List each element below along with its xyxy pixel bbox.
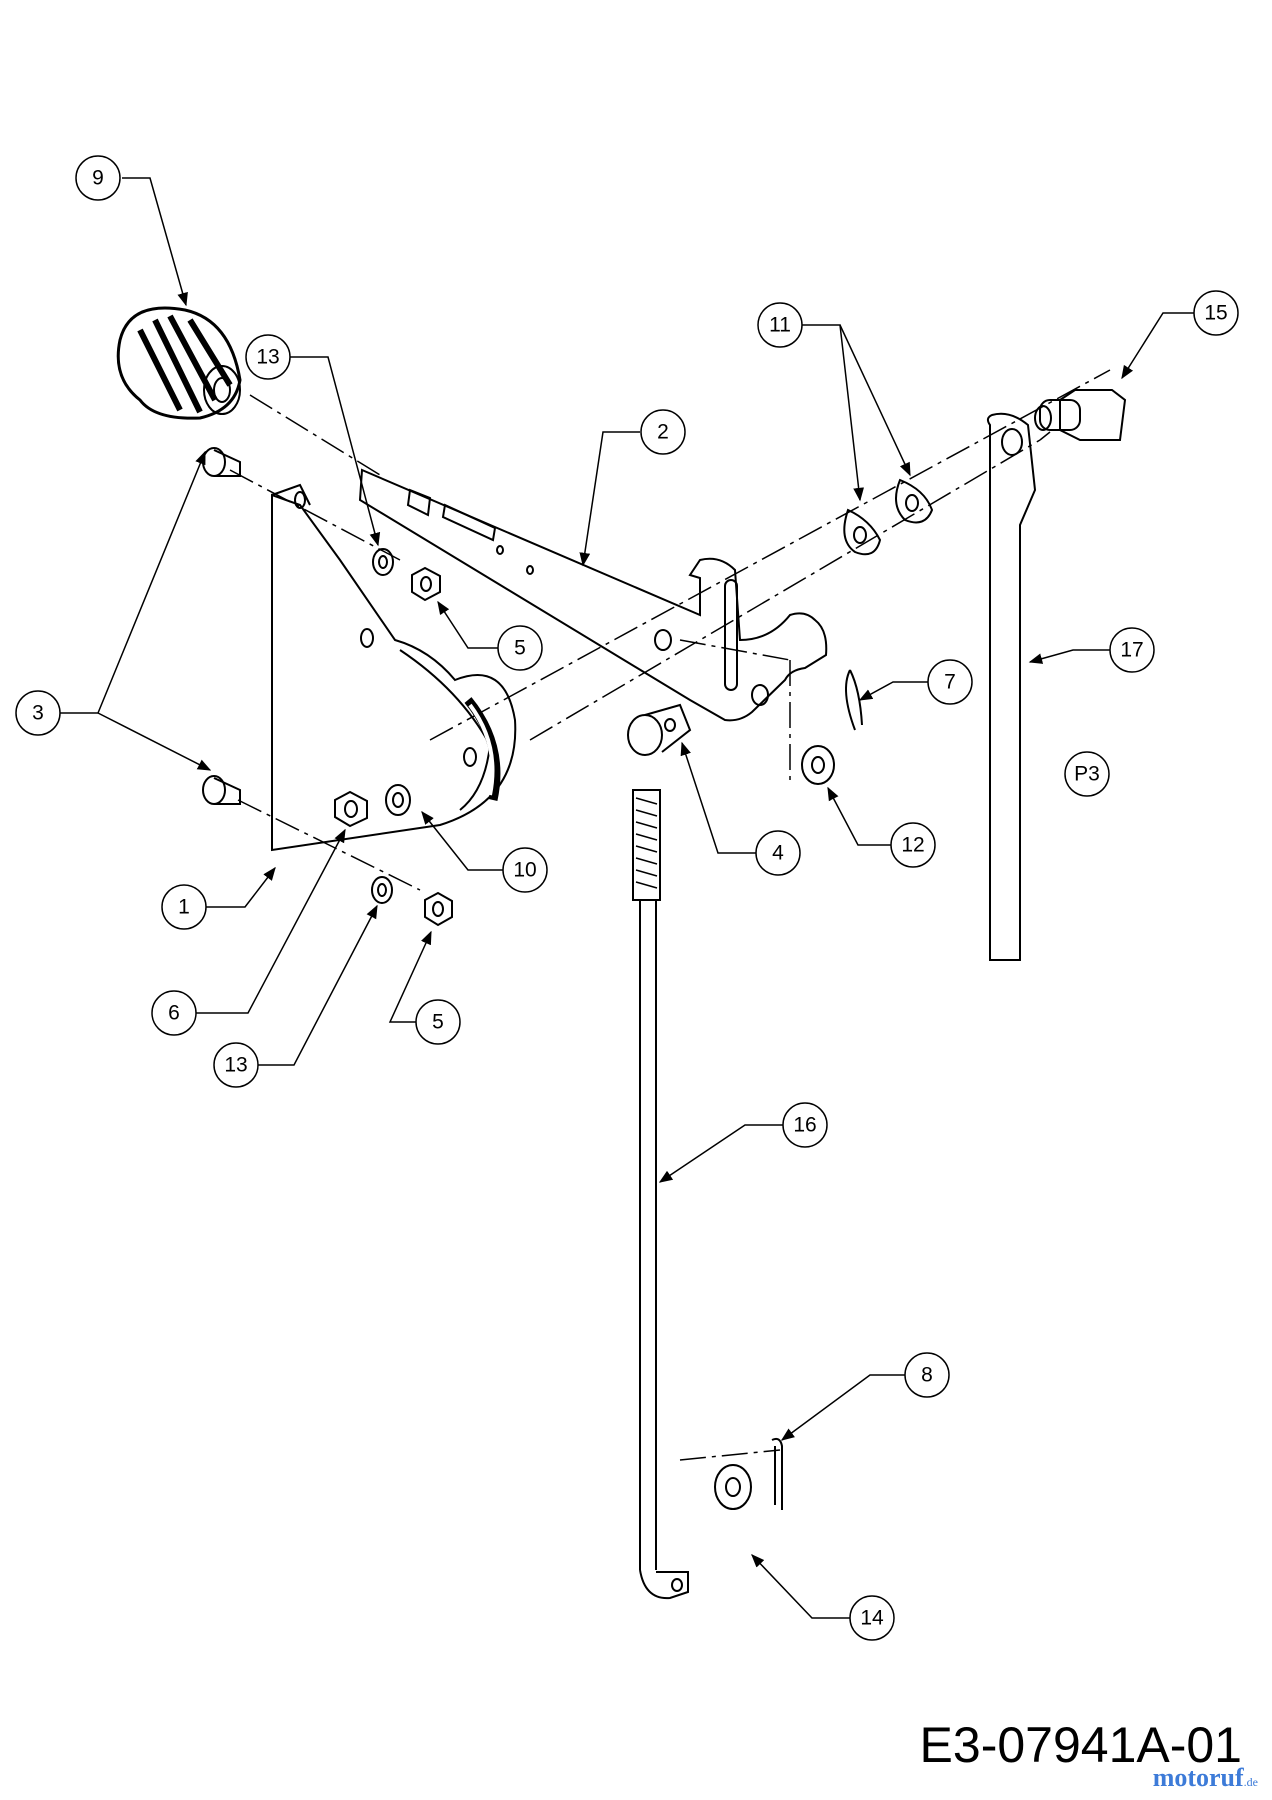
callout-14: 14 bbox=[860, 1607, 884, 1630]
rod-part-17 bbox=[986, 412, 1037, 961]
shift-lever-part-2 bbox=[358, 468, 828, 722]
washer-part-11a bbox=[843, 508, 882, 556]
callout-5b: 5 bbox=[432, 1011, 444, 1034]
callout-p3: P3 bbox=[1074, 763, 1100, 786]
callout-2: 2 bbox=[657, 421, 669, 444]
leader-lines bbox=[58, 177, 1196, 1619]
watermark: motoruf.de bbox=[1153, 1763, 1258, 1793]
nut-part-5b bbox=[424, 891, 453, 927]
callout-17: 17 bbox=[1120, 639, 1143, 662]
bolt-part-3b bbox=[202, 775, 241, 805]
washer-part-12 bbox=[801, 745, 835, 785]
watermark-brand: motoruf bbox=[1152, 1763, 1244, 1792]
drawing-code: E3-07941A-01 bbox=[919, 1717, 1242, 1773]
callout-16: 16 bbox=[793, 1114, 816, 1137]
knob-part-9 bbox=[116, 306, 242, 420]
callout-4: 4 bbox=[772, 842, 784, 865]
nut-part-5a bbox=[411, 566, 441, 602]
callout-8: 8 bbox=[921, 1364, 933, 1387]
assembly-axes bbox=[229, 369, 1111, 1461]
callout-10: 10 bbox=[513, 859, 536, 882]
mounting-plate-part-1 bbox=[271, 483, 517, 852]
washer-part-11b bbox=[895, 478, 934, 524]
callout-6: 6 bbox=[168, 1002, 180, 1025]
ferrule-part-4 bbox=[627, 703, 692, 756]
callout-5: 5 bbox=[514, 637, 526, 660]
cotter-pin-part-8 bbox=[771, 1437, 783, 1510]
threaded-rod-part-16 bbox=[632, 789, 689, 1600]
nut-part-6 bbox=[334, 790, 368, 828]
lock-washer-part-13a bbox=[372, 548, 394, 576]
callout-12: 12 bbox=[901, 834, 924, 857]
watermark-domain: .de bbox=[1243, 1775, 1258, 1789]
callout-circles bbox=[15, 155, 1239, 1641]
callout-13: 13 bbox=[256, 346, 279, 369]
hairpin-clip-part-7 bbox=[845, 669, 863, 731]
callout-15: 15 bbox=[1204, 302, 1227, 325]
callout-11: 11 bbox=[769, 314, 791, 337]
lock-washer-part-13b bbox=[371, 876, 393, 904]
callout-7: 7 bbox=[944, 671, 956, 694]
shoulder-bolt-part-15 bbox=[1034, 389, 1127, 441]
callout-13b: 13 bbox=[224, 1054, 247, 1077]
washer-part-10 bbox=[385, 784, 411, 816]
callout-3: 3 bbox=[32, 702, 44, 725]
callout-1: 1 bbox=[178, 896, 190, 919]
callout-9: 9 bbox=[92, 167, 104, 190]
washer-part-14 bbox=[714, 1464, 752, 1510]
